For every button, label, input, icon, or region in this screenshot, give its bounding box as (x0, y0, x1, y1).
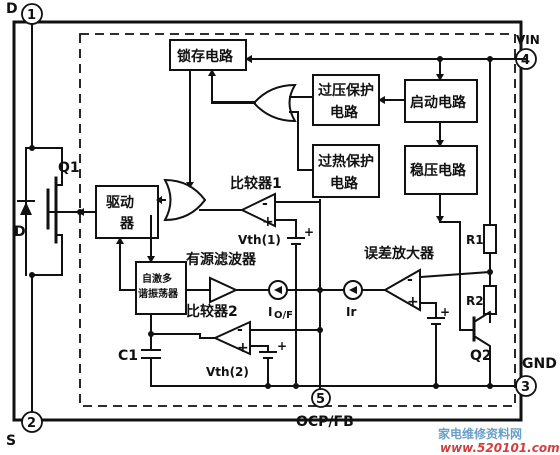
drain-wire (31, 23, 63, 186)
gnd-j1 (265, 383, 271, 389)
or-gate-protect (252, 83, 297, 123)
arrow-startup-reg (436, 140, 444, 147)
gnd-j4 (487, 383, 493, 389)
osc-to-driver (119, 237, 137, 291)
comparator-1-plus: + (262, 214, 274, 230)
ic-boundary (79, 33, 516, 407)
oscillator-label-2: 谐振荡器 (138, 287, 179, 300)
pin-4-number: 4 (521, 53, 530, 68)
amp-ref-plus: + (440, 305, 450, 319)
driver-label-1: 驱动 (106, 194, 134, 211)
diode-label: D (14, 224, 26, 240)
pin-4-name: VIN (516, 33, 540, 47)
source-wire (31, 234, 63, 413)
arrow-startup-ovp (378, 96, 385, 104)
comparator-2-plus: + (237, 340, 249, 356)
pin-2-name: S (6, 433, 16, 449)
vth2-plus: + (277, 339, 287, 353)
driver-label-2: 器 (119, 216, 135, 232)
otp-label-2: 电路 (330, 175, 359, 192)
comp2-ref (249, 345, 269, 353)
iof-sub: O/F (274, 310, 293, 321)
package-outline (12, 20, 523, 422)
arrow-protect-latch (208, 69, 216, 76)
active-filter-label: 有源滤波器 (186, 251, 257, 268)
ir-label: Ir (346, 305, 356, 319)
arrow-or-osc (147, 256, 155, 263)
startup-label: 启动电路 (410, 94, 467, 111)
comparator-2-label: 比较器2 (186, 303, 238, 320)
q1-label: Q1 (58, 160, 80, 176)
comparator-1-minus: - (262, 196, 268, 212)
or-gate-driver (163, 178, 207, 222)
q2-label: Q2 (470, 348, 492, 364)
latch-label: 锁存电路 (177, 48, 234, 65)
r1-label: R1 (466, 233, 484, 247)
pin-2-number: 2 (27, 416, 36, 431)
watermark-url: www.520101.com (440, 441, 560, 455)
watermark-cn: 家电维修资料网 (438, 426, 522, 441)
oscillator-block (135, 261, 187, 315)
vin-rail-junction (487, 56, 493, 62)
latch-block (169, 39, 247, 71)
arrow-osc-driver (116, 237, 124, 244)
regulator-label: 稳压电路 (410, 162, 467, 179)
q2-collector (472, 310, 492, 324)
error-amp-label: 误差放大器 (364, 245, 435, 262)
arrow-latch-or (186, 182, 194, 188)
r1-resistor (483, 224, 497, 254)
comp1-ref (274, 219, 297, 239)
r2-resistor (483, 285, 497, 315)
arrow-or-driver (156, 196, 162, 204)
vth1-label: Vth(1) (238, 233, 281, 247)
iof-arrow (274, 286, 282, 294)
pin-3-name: GND (522, 356, 557, 372)
comp2-out (150, 333, 216, 339)
amp-ref (419, 302, 437, 319)
pin-5-name: OCP/FB (296, 414, 354, 430)
vth2-label: Vth(2) (206, 365, 249, 379)
comp2-fb-junction (317, 327, 323, 333)
comparator-2-minus: - (237, 322, 243, 338)
source-junction (29, 272, 35, 278)
pin-5-number: 5 (316, 392, 325, 407)
comparator-2 (212, 320, 251, 356)
ovp-label-2: 电路 (330, 104, 359, 121)
otp-to-or (289, 111, 314, 171)
comparator-1-label: 比较器1 (230, 175, 282, 192)
q2-base-wire (439, 221, 475, 331)
otp-block (312, 144, 380, 198)
startup-block (404, 79, 478, 123)
diode-symbol (20, 202, 32, 215)
otp-label-1: 过热保护 (318, 153, 374, 170)
iof-label: I (268, 305, 272, 319)
pin-3-number: 3 (521, 380, 530, 395)
error-amp (382, 268, 421, 312)
pin-1-number: 1 (27, 8, 36, 23)
drain-junction (29, 145, 35, 151)
error-amp-plus: + (407, 294, 419, 310)
pin-1-name: D (6, 1, 18, 17)
arrow-driver-gate (78, 208, 84, 216)
oscillator-label-1: 自激多 (142, 272, 172, 285)
arrow-reg-q2 (436, 216, 444, 223)
vin-junction (437, 56, 443, 62)
r-mid-to-amp (418, 270, 492, 279)
active-filter (209, 276, 239, 304)
ovp-label-1: 过压保护 (318, 82, 374, 99)
r2-label: R2 (466, 294, 484, 308)
arrow-vin-latch (245, 55, 252, 63)
gnd-j3 (433, 383, 439, 389)
ir-arrow (349, 286, 357, 294)
vth1-plus: + (304, 225, 314, 239)
arrow-vin-startup (436, 74, 444, 81)
comparator-1 (239, 192, 276, 228)
protect-to-latch (211, 69, 256, 103)
error-amp-minus: - (407, 272, 413, 288)
c1-label: C1 (118, 348, 138, 364)
